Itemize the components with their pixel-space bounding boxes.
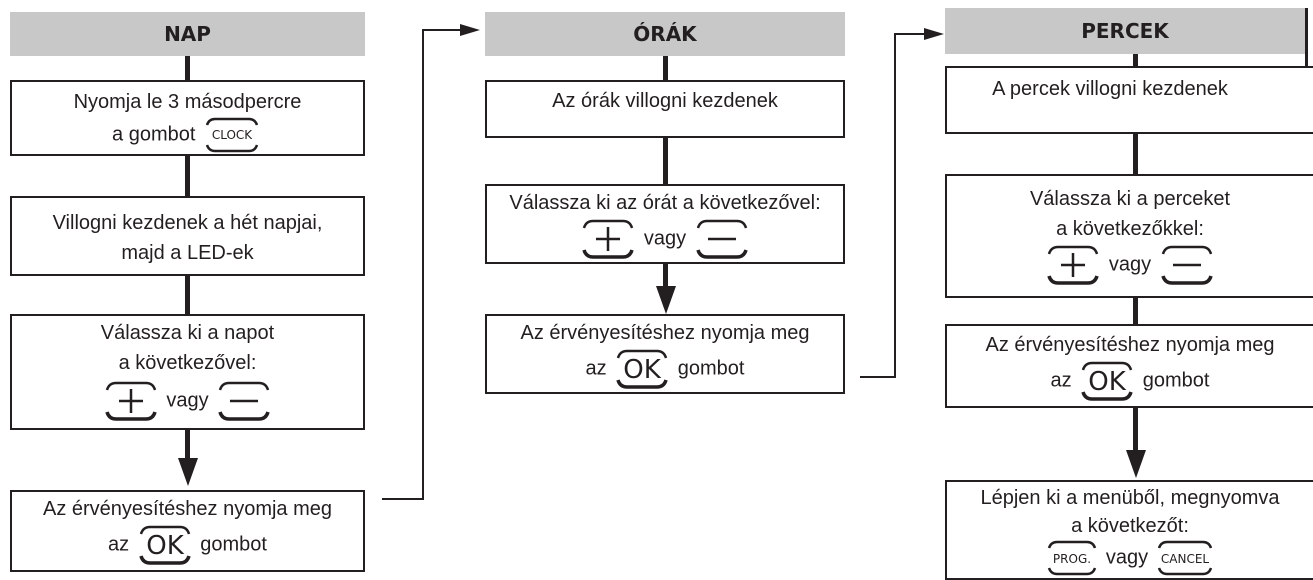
connector xyxy=(663,264,668,286)
minus-button-icon xyxy=(1157,244,1217,286)
vagy-text: vagy xyxy=(1108,253,1152,276)
connector xyxy=(1133,134,1138,174)
nap-header: NAP xyxy=(10,12,365,56)
right-arrow xyxy=(460,24,480,36)
step-text: az xyxy=(1050,369,1072,392)
orak-header: ÓRÁK xyxy=(485,12,845,56)
connector xyxy=(894,33,896,378)
step-text: Az érvényesítéshez nyomja meg xyxy=(42,498,333,520)
percek-step-1: A percek villogni kezdenek xyxy=(945,66,1313,134)
nap-step-1: Nyomja le 3 másodpercre a gombot CLOCK xyxy=(10,80,365,156)
vagy-text: vagy xyxy=(166,389,209,412)
prog-button-icon: PROG. xyxy=(1044,540,1100,576)
ok-button-icon: OK xyxy=(135,524,195,566)
plus-button-icon xyxy=(101,380,161,422)
step-text: gombot xyxy=(200,533,267,556)
right-arrow xyxy=(924,28,944,40)
vagy-text: vagy xyxy=(643,227,687,250)
connector xyxy=(185,56,190,80)
nap-step-4: Az érvényesítéshez nyomja meg az OK gomb… xyxy=(10,490,365,572)
cancel-label: CANCEL xyxy=(1161,552,1210,566)
cancel-button-icon: CANCEL xyxy=(1154,540,1216,576)
percek-step-4: Lépjen ki a menüből, megnyomva a követke… xyxy=(945,480,1313,580)
connector xyxy=(422,29,462,31)
connector xyxy=(1133,54,1138,66)
ok-label: OK xyxy=(146,531,184,561)
connector xyxy=(894,33,926,35)
step-text: a következővel: xyxy=(118,352,257,374)
prog-label: PROG. xyxy=(1053,552,1091,566)
orak-step-2: Válassza ki az órát a következővel: vagy xyxy=(485,184,845,264)
percek-step-2: Válassza ki a perceket a következőkkel: … xyxy=(945,174,1313,298)
step-text: Válassza ki az órát a következővel: xyxy=(509,192,821,214)
step-text: a következőt: xyxy=(1071,515,1189,537)
connector xyxy=(1133,408,1138,450)
ok-button-icon: OK xyxy=(612,348,672,390)
vagy-text: vagy xyxy=(1105,546,1149,569)
connector xyxy=(860,376,896,378)
step-text: a gombot xyxy=(112,123,196,146)
step-text: a következőkkel: xyxy=(1056,218,1204,240)
orak-step-1: Az órák villogni kezdenek xyxy=(485,80,845,138)
step-text: Válassza ki a napot xyxy=(100,322,275,344)
step-text: Válassza ki a perceket xyxy=(1029,188,1231,210)
nap-header-title: NAP xyxy=(164,22,211,46)
plus-button-icon xyxy=(578,218,638,260)
minus-button-icon xyxy=(214,380,274,422)
percek-step-3: Az érvényesítéshez nyomja meg az OK gomb… xyxy=(945,324,1313,408)
connector xyxy=(663,56,668,80)
down-arrow xyxy=(656,286,676,314)
step-text: gombot xyxy=(677,357,745,380)
connector xyxy=(185,156,190,196)
ok-button-icon: OK xyxy=(1077,360,1137,402)
down-arrow xyxy=(178,458,198,486)
step-text: Lépjen ki a menüből, megnyomva xyxy=(980,487,1280,509)
connector xyxy=(663,138,668,184)
connector xyxy=(185,276,190,314)
nap-step-3: Válassza ki a napot a következővel: vagy xyxy=(10,314,365,430)
orak-step-3: Az érvényesítéshez nyomja meg az OK gomb… xyxy=(485,314,845,394)
down-arrow xyxy=(1126,450,1146,478)
step-text: az xyxy=(108,533,130,556)
connector xyxy=(1133,298,1138,324)
step-text: A percek villogni kezdenek xyxy=(992,78,1228,100)
clock-label: CLOCK xyxy=(212,128,253,142)
step-text: Villogni kezdenek a hét napjai, xyxy=(52,212,323,234)
step-text: Az érvényesítéshez nyomja meg xyxy=(520,322,810,344)
clock-button-icon: CLOCK xyxy=(201,117,263,153)
ok-label: OK xyxy=(1088,367,1126,397)
percek-header: PERCEK xyxy=(945,8,1305,54)
connector xyxy=(185,430,190,458)
orak-header-title: ÓRÁK xyxy=(633,22,697,46)
plus-button-icon xyxy=(1043,244,1103,286)
connector xyxy=(382,498,424,500)
ok-label: OK xyxy=(623,355,661,385)
side-line xyxy=(1305,8,1308,100)
step-text: Az órák villogni kezdenek xyxy=(552,90,778,112)
step-text: Az érvényesítéshez nyomja meg xyxy=(985,334,1275,356)
percek-header-title: PERCEK xyxy=(1081,19,1169,43)
step-text: Nyomja le 3 másodpercre xyxy=(73,91,302,113)
step-text: majd a LED-ek xyxy=(121,242,254,264)
connector xyxy=(422,29,424,500)
nap-step-2: Villogni kezdenek a hét napjai, majd a L… xyxy=(10,196,365,276)
step-text: gombot xyxy=(1142,369,1210,392)
minus-button-icon xyxy=(692,218,752,260)
step-text: az xyxy=(585,357,607,380)
